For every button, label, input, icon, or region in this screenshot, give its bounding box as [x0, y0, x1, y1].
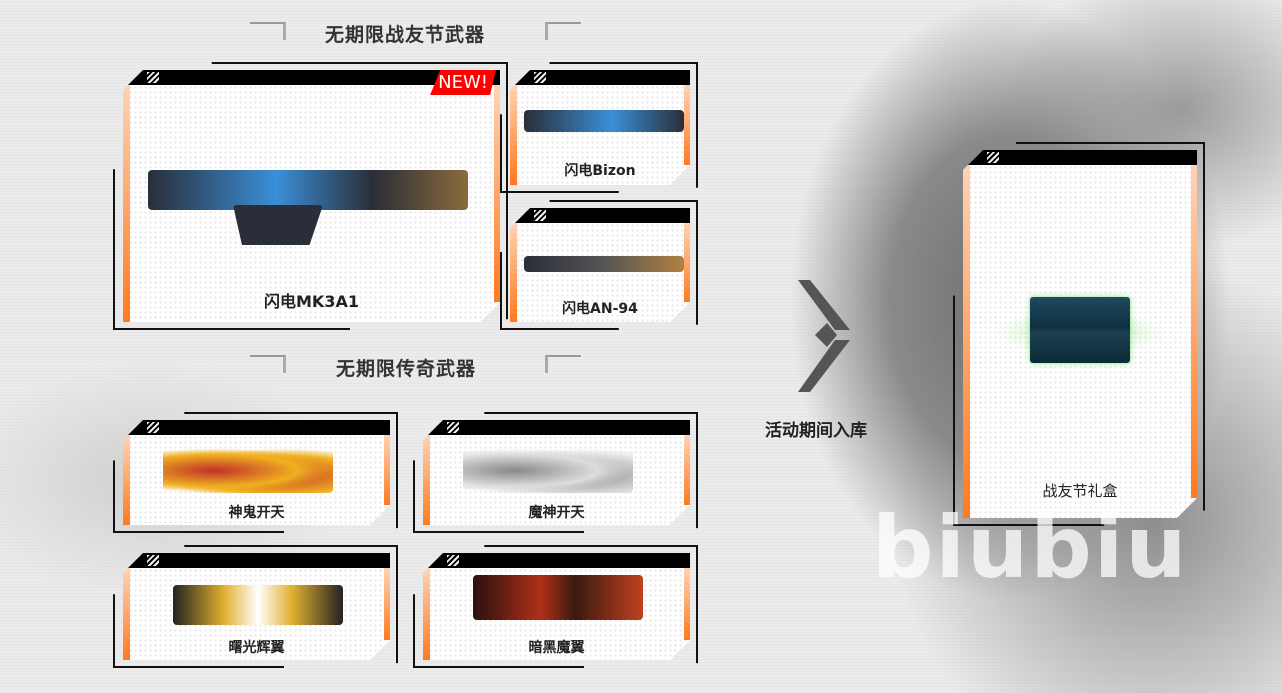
weapon-card-mk3a1[interactable]: 闪电MK3A1 NEW!: [113, 62, 508, 330]
arrow-caption: 活动期间入库: [765, 421, 867, 441]
stripe-icon: [147, 72, 159, 83]
reward-name: 战友节礼盒: [1042, 482, 1118, 500]
card-frame: [113, 412, 398, 533]
card-header-bar: [123, 420, 390, 435]
orange-edge: [684, 568, 690, 640]
stripe-icon: [534, 210, 546, 221]
weapon-card-an94[interactable]: 闪电AN-94: [500, 200, 698, 330]
weapon-name: 曙光辉翼: [228, 640, 285, 656]
card-header-bar: [123, 553, 390, 568]
orange-edge: [963, 165, 970, 518]
card-frame: [500, 62, 698, 193]
orange-edge: [684, 85, 690, 165]
orange-edge: [123, 435, 130, 525]
weapon-image: [473, 575, 643, 620]
stripe-icon: [447, 555, 459, 566]
section-title-legend: 无期限传奇武器: [336, 358, 477, 380]
orange-edge: [684, 223, 690, 302]
orange-edge: [423, 568, 430, 660]
card-body: 战友节礼盒: [963, 150, 1197, 518]
title-deco-right: [545, 355, 581, 373]
stripe-icon: [534, 72, 546, 83]
orange-edge: [1191, 165, 1197, 498]
title-deco-right: [545, 22, 581, 40]
gift-box-image: [1030, 297, 1130, 363]
orange-edge: [384, 568, 390, 640]
weapon-name: 暗黑魔翼: [528, 640, 585, 656]
reward-card[interactable]: 战友节礼盒: [953, 142, 1205, 526]
arrow-right-icon: [798, 280, 850, 392]
card-body: 魔神开天: [423, 420, 690, 525]
card-frame: [113, 62, 508, 330]
card-header-bar: [123, 70, 500, 85]
stripe-icon: [147, 555, 159, 566]
card-frame: [413, 412, 698, 533]
title-deco-left: [250, 355, 286, 373]
card-frame: [953, 142, 1205, 526]
weapon-image-grip: [233, 205, 323, 245]
weapon-name: 魔神开天: [528, 505, 585, 521]
orange-edge: [684, 435, 690, 505]
weapon-image: [163, 448, 333, 493]
orange-edge: [123, 568, 130, 660]
new-badge: NEW!: [430, 70, 496, 95]
weapon-name: 神鬼开天: [228, 505, 285, 521]
orange-edge: [123, 85, 130, 322]
card-body: 曙光辉翼: [123, 553, 390, 660]
card-body: 闪电AN-94: [510, 208, 690, 322]
card-body: 闪电MK3A1: [123, 70, 500, 322]
stripe-icon: [987, 152, 999, 163]
orange-edge: [423, 435, 430, 525]
card-frame: [113, 545, 398, 668]
weapon-card-legend-2[interactable]: 魔神开天: [413, 412, 698, 533]
weapon-name: 闪电Bizon: [564, 163, 636, 179]
weapon-card-legend-4[interactable]: 暗黑魔翼: [413, 545, 698, 668]
card-body: 闪电Bizon: [510, 70, 690, 185]
weapon-card-bizon[interactable]: 闪电Bizon: [500, 62, 698, 193]
weapon-image: [524, 110, 684, 132]
weapon-name: 闪电MK3A1: [264, 292, 359, 311]
weapon-image: [148, 170, 468, 210]
card-header-bar: [423, 553, 690, 568]
card-header-bar: [510, 208, 690, 223]
card-body: 暗黑魔翼: [423, 553, 690, 660]
orange-edge: [510, 85, 517, 185]
card-body: 神鬼开天: [123, 420, 390, 525]
weapon-image: [173, 585, 343, 625]
stripe-icon: [147, 422, 159, 433]
orange-edge: [384, 435, 390, 505]
card-frame: [413, 545, 698, 668]
weapon-card-legend-3[interactable]: 曙光辉翼: [113, 545, 398, 668]
stripe-icon: [447, 422, 459, 433]
weapon-card-legend-1[interactable]: 神鬼开天: [113, 412, 398, 533]
section-title-featured: 无期限战友节武器: [325, 24, 486, 46]
weapon-name: 闪电AN-94: [562, 301, 638, 317]
watermark-logo: biubiu: [872, 498, 1189, 598]
card-header-bar: [963, 150, 1197, 165]
card-header-bar: [510, 70, 690, 85]
card-frame: [500, 200, 698, 330]
card-header-bar: [423, 420, 690, 435]
weapon-image: [524, 256, 684, 272]
orange-edge: [494, 85, 500, 302]
title-deco-left: [250, 22, 286, 40]
weapon-image: [463, 448, 633, 493]
orange-edge: [510, 223, 517, 322]
